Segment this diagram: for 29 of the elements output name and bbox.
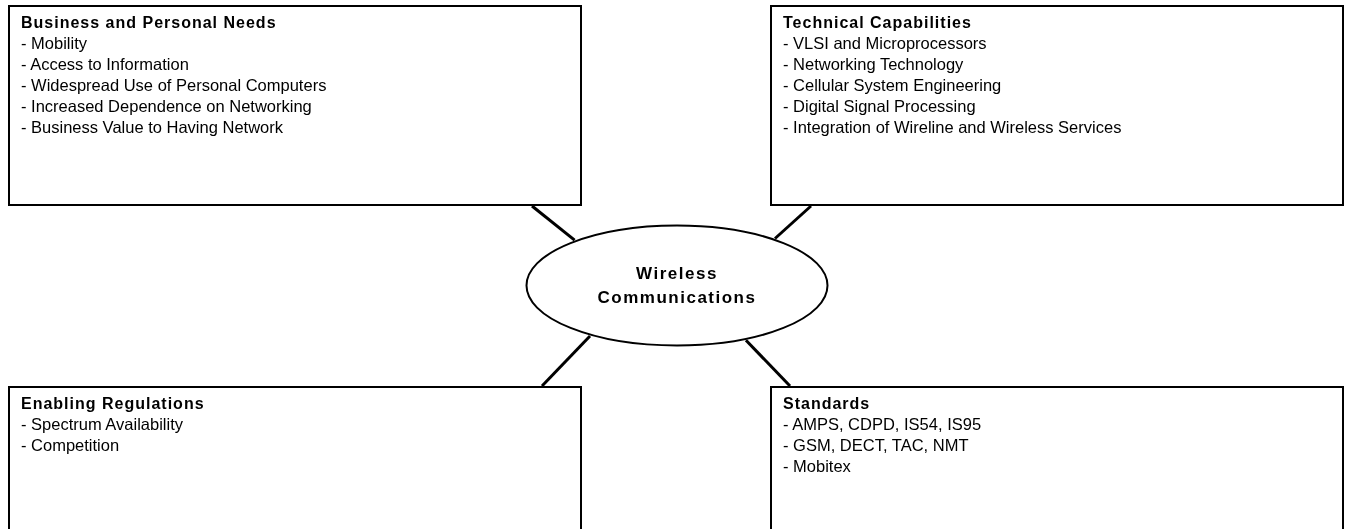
- list-item: - Mobility: [21, 33, 87, 54]
- list-item: - Competition: [21, 435, 120, 456]
- heading: Business and Personal Needs: [21, 13, 277, 33]
- connector-line: [540, 334, 592, 388]
- list-item: - VLSI and Microprocessors: [783, 33, 987, 54]
- heading: Standards: [783, 394, 871, 414]
- list-item: - GSM, DECT, TAC, NMT: [783, 435, 969, 456]
- list-item: - Increased Dependence on Networking: [21, 96, 312, 117]
- list-item: - Access to Information: [21, 54, 189, 75]
- category-box: [770, 5, 1344, 206]
- heading: Wireless Communications: [596, 262, 758, 309]
- list-item: - Integration of Wireline and Wireless Services: [783, 117, 1122, 138]
- category-box: [770, 386, 1344, 529]
- list-item: - Networking Technology: [783, 54, 964, 75]
- list-item: - Business Value to Having Network: [21, 117, 283, 138]
- list-item: - Cellular System Engineering: [783, 75, 1002, 96]
- list-item: - AMPS, CDPD, IS54, IS95: [783, 414, 982, 435]
- connector-line: [744, 339, 792, 388]
- heading: Enabling Regulations: [21, 394, 205, 414]
- heading: Technical Capabilities: [783, 13, 972, 33]
- list-item: - Digital Signal Processing: [783, 96, 976, 117]
- category-box: [8, 5, 582, 206]
- connector-line: [774, 204, 812, 240]
- topic-ellipse: [525, 224, 829, 347]
- list-item: - Mobitex: [783, 456, 851, 477]
- connector-line: [531, 204, 576, 242]
- list-item: - Spectrum Availability: [21, 414, 183, 435]
- category-box: [8, 386, 582, 529]
- list-item: - Widespread Use of Personal Computers: [21, 75, 327, 96]
